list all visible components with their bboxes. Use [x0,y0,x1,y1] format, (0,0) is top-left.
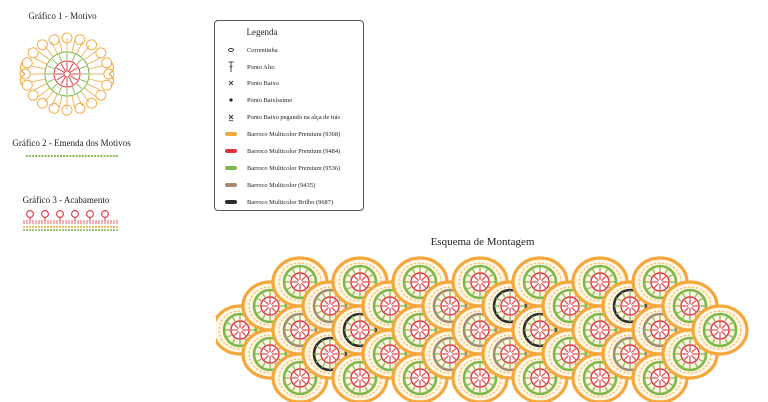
legend-label: Correntinha [247,46,278,54]
color-swatch-orange [225,132,237,136]
legend-item-double-crochet: Ponto Alto [215,61,365,73]
legend-item-slip-stitch: Ponto Baixíssimo [215,94,365,106]
legend-item-color-9368: Barroco Multicolor Premium (9368) [215,128,365,140]
chart-3-title: Gráfico 3 - Acabamento [22,195,110,205]
color-swatch-black [225,200,237,204]
legend-label: Barroco Multicolor Premium (9484) [247,147,341,155]
legend-label: Barroco Multicolor Brilho (9687) [247,198,334,206]
joining-chart [25,154,118,158]
legend-title: Legenda [246,27,278,37]
legend-label: Barroco Multicolor Premium (9536) [247,164,341,172]
legend-item-back-loop: Ponto Baixo pegando na alça de trás [215,111,365,123]
legend-label: Ponto Baixo [247,79,279,87]
assembly-title: Esquema de Montagem [430,236,535,248]
double-crochet-icon [215,61,247,73]
legend-item-color-9484: Barroco Multicolor Premium (9484) [215,145,365,157]
back-loop-sc-icon [215,113,247,122]
chart-1-title: Gráfico 1 - Motivo [28,11,97,21]
legend-box: Legenda Correntinha Ponto Alto Ponto Bai… [214,20,364,211]
color-swatch-taupe [225,183,237,187]
assembly-diagram [216,256,749,402]
legend-item-single-crochet: Ponto Baixo [215,77,365,89]
legend-item-color-9536: Barroco Multicolor Premium (9536) [215,162,365,174]
legend-label: Ponto Baixo pegando na alça de trás [247,113,340,121]
motif-chart [19,32,115,116]
legend-label: Barroco Multicolor Premium (9368) [247,130,341,138]
finishing-chart [23,210,118,231]
legend-item-color-9687: Barroco Multicolor Brilho (9687) [215,196,365,208]
color-swatch-red [225,149,237,153]
legend-item-chain: Correntinha [215,44,365,56]
legend-label: Ponto Alto [247,63,275,71]
slip-stitch-icon [215,96,247,104]
legend-label: Barroco Multicolor (9435) [247,181,316,189]
color-swatch-green [225,166,237,170]
legend-item-color-9435: Barroco Multicolor (9435) [215,179,365,191]
legend-label: Ponto Baixíssimo [247,96,293,104]
single-crochet-icon [215,79,247,87]
chart-2-title: Gráfico 2 - Emenda dos Motivos [12,138,131,148]
chain-icon [215,47,247,53]
